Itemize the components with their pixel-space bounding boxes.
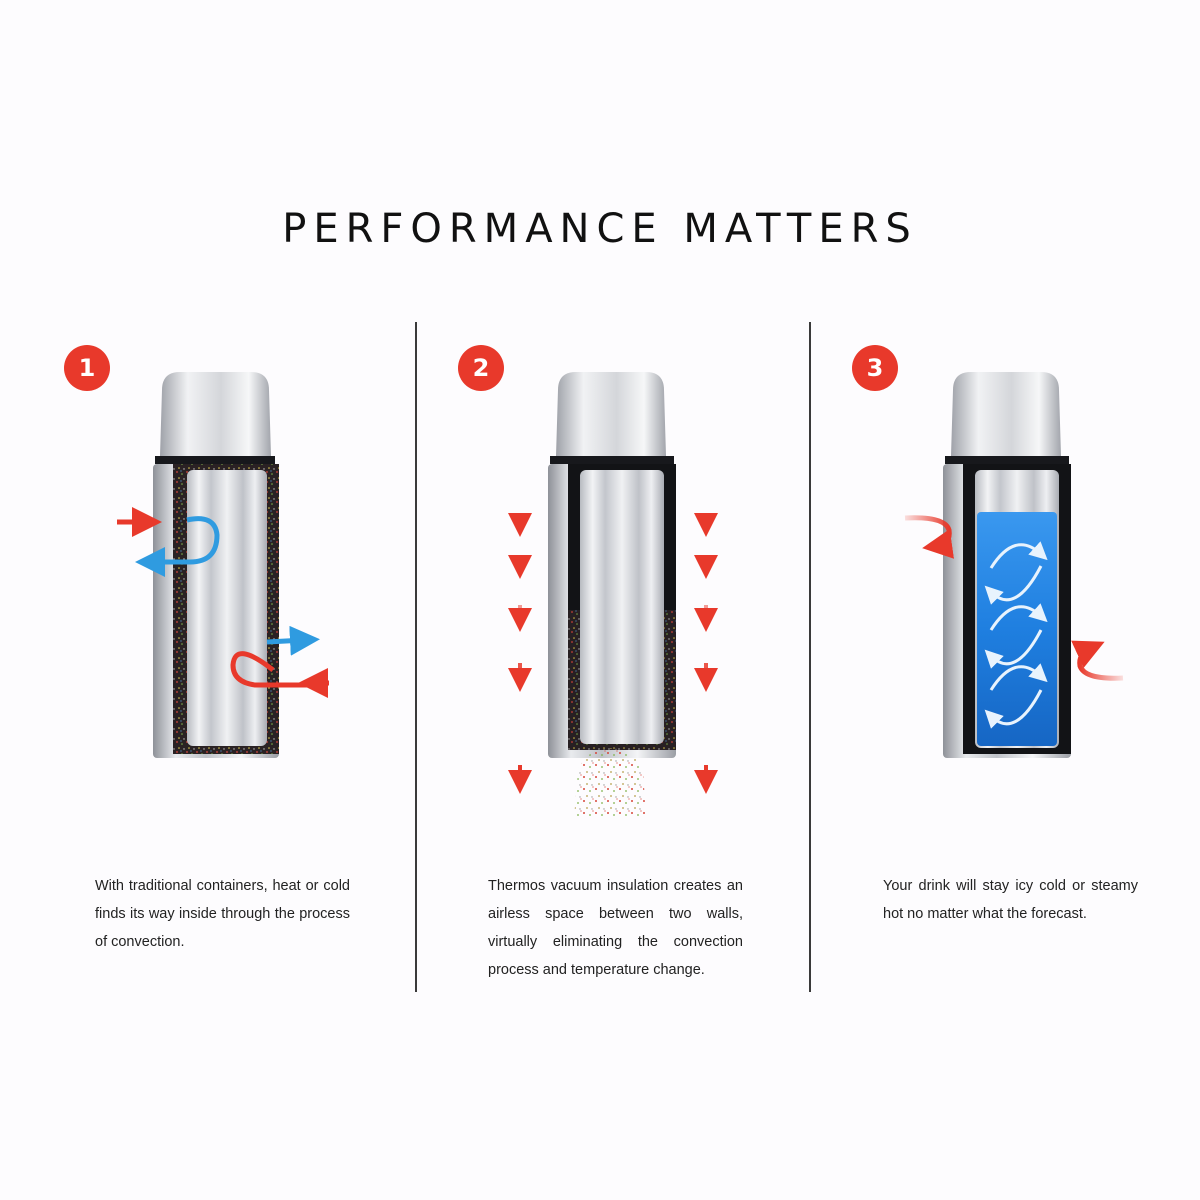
thermos-cap [160,372,271,456]
thermos-collar [155,456,275,464]
step-badge: 1 [64,345,110,391]
step-description: With traditional containers, heat or col… [95,878,350,950]
inner-wall [580,470,664,744]
liquid [977,512,1057,746]
thermos-cutaway [548,372,676,818]
wave-arrow-icon [984,541,1048,729]
heat-arrow-icon [230,651,325,688]
inner-wall [187,470,267,746]
thermos-vacuum-illustration [508,372,718,818]
thermos-convection-illustration [117,372,329,758]
step-badge: 3 [852,345,898,391]
heat-arrow-icon [904,515,954,559]
column-divider [415,322,417,992]
thermos-collar [945,456,1069,464]
step-badge: 2 [458,345,504,391]
heat-arrow-icon [1071,640,1124,681]
thermos-cap [951,372,1061,456]
page-title: PERFORMANCE MATTERS [282,206,918,252]
step-1-panel: 1 With traditional containers, heat or c… [55,330,415,1010]
step-2-panel: 2 Thermos vacuum insulation creates an a… [450,330,810,1010]
thermos-cutaway [153,372,279,758]
step-description: Thermos vacuum insulation creates an air… [488,878,743,978]
thermos-hot-cold-illustration [904,372,1124,758]
cold-arrow-icon [266,625,320,656]
cold-arrow-icon [135,516,220,577]
step-3-panel: 3 Your drink will stay icy cold or steam… [845,330,1200,1010]
column-divider [809,322,811,992]
step-description: Your drink will stay icy cold or steamy … [883,878,1138,922]
thermos-cap [556,372,666,456]
thermos-collar [550,456,674,464]
thermos-cutaway [943,372,1071,758]
settled-particles [574,748,646,818]
